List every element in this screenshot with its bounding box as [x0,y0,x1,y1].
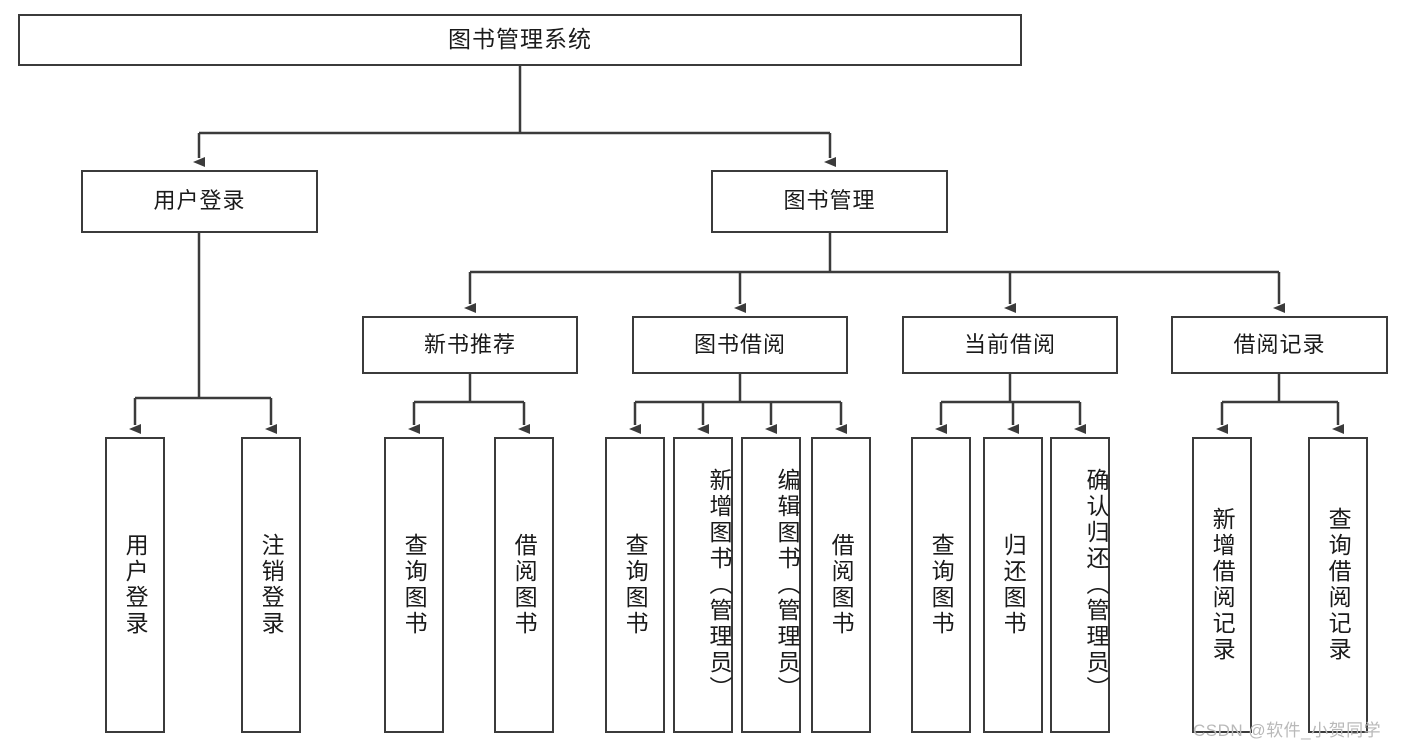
node-label: 借阅图书 [511,533,538,637]
node-label: 归还图书 [1000,533,1027,637]
node-label: 新书推荐 [423,331,516,357]
node-label: 用户登录 [153,188,246,214]
node-label: 新增借阅记录 [1209,507,1236,663]
node-book-management[interactable]: 图书管理 [711,170,948,233]
node-label: 图书管理 [783,188,876,214]
node-label: 编辑图书（管理员） [774,468,800,702]
node-borrow-record[interactable]: 借阅记录 [1171,316,1388,374]
leaf-current-borrow-confirm-return[interactable]: 确认归还（管理员） [1050,437,1110,733]
node-label: 当前借阅 [963,331,1056,357]
node-label: 图书管理系统 [448,26,592,53]
node-label: 注销登录 [258,533,285,637]
leaf-borrow-record-add[interactable]: 新增借阅记录 [1192,437,1252,733]
node-new-book-recommend[interactable]: 新书推荐 [362,316,578,374]
node-user-login[interactable]: 用户登录 [81,170,318,233]
leaf-current-borrow-return[interactable]: 归还图书 [983,437,1043,733]
leaf-book-borrow-query[interactable]: 查询图书 [605,437,665,733]
node-book-borrow[interactable]: 图书借阅 [632,316,848,374]
node-label: 查询借阅记录 [1325,507,1352,663]
leaf-new-book-borrow[interactable]: 借阅图书 [494,437,554,733]
node-label: 借阅记录 [1233,331,1326,357]
leaf-borrow-record-query[interactable]: 查询借阅记录 [1308,437,1368,733]
node-label: 查询图书 [622,533,649,637]
leaf-new-book-query[interactable]: 查询图书 [384,437,444,733]
node-current-borrow[interactable]: 当前借阅 [902,316,1118,374]
leaf-user-login-logout[interactable]: 注销登录 [241,437,301,733]
csdn-watermark: CSDN @软件_小贺同学 [1193,721,1382,740]
leaf-book-borrow-borrow[interactable]: 借阅图书 [811,437,871,733]
leaf-book-borrow-edit[interactable]: 编辑图书（管理员） [741,437,801,733]
leaf-current-borrow-query[interactable]: 查询图书 [911,437,971,733]
node-root-system[interactable]: 图书管理系统 [18,14,1022,66]
node-label: 借阅图书 [828,533,855,637]
node-label: 新增图书（管理员） [706,468,732,702]
node-label: 图书借阅 [693,331,786,357]
leaf-user-login-login[interactable]: 用户登录 [105,437,165,733]
node-label: 确认归还（管理员） [1083,468,1109,702]
leaf-book-borrow-add[interactable]: 新增图书（管理员） [673,437,733,733]
node-label: 用户登录 [122,533,149,637]
node-label: 查询图书 [401,533,428,637]
node-label: 查询图书 [928,533,955,637]
